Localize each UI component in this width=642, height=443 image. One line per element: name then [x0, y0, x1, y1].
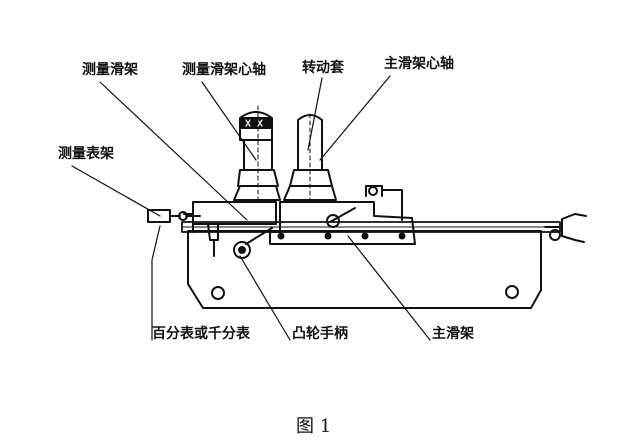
indicator-bracket: [207, 223, 219, 241]
leader-main-spindle: [319, 75, 391, 161]
leader-rotating-sleeve: [307, 77, 323, 151]
label-rotating-sleeve: 转动套: [302, 60, 344, 76]
label-measure-carriage-spindle: 测量滑架心轴: [182, 62, 266, 78]
base-hole-left: [211, 286, 225, 300]
screw-1: [277, 232, 285, 240]
cam-lever: [245, 227, 273, 245]
leader-measure-spindle: [201, 81, 257, 161]
left-spindle-base: [233, 185, 281, 201]
label-measure-carriage: 测量滑架: [82, 62, 138, 78]
label-gauge-holder: 测量表架: [58, 146, 114, 162]
screw-3: [361, 232, 369, 240]
lower-lever: [329, 207, 356, 223]
base-hole-right: [505, 285, 519, 299]
base-frame: [187, 230, 542, 309]
left-spindle-knurl: [240, 117, 272, 129]
end-knob-hub: [549, 229, 561, 241]
label-dial-indicator: 百分表或千分表: [152, 326, 250, 342]
leader-cam-handle: [239, 255, 291, 341]
leader-dial-indicator: [151, 225, 161, 341]
bracket-screw: [368, 186, 378, 196]
cam-disc: [233, 241, 251, 259]
gauge-holder-block: [147, 209, 171, 223]
leader-measure-carriage: [99, 81, 248, 221]
right-spindle-collar: [289, 169, 333, 187]
label-cam-handle: 凸轮手柄: [292, 326, 348, 342]
end-knob: [544, 213, 587, 243]
side-bracket: [365, 185, 403, 221]
measure-carriage-body: [192, 201, 277, 225]
leader-gauge-holder: [71, 165, 161, 217]
screw-4: [398, 232, 406, 240]
main-carriage-body: [269, 201, 416, 245]
screw-2: [324, 232, 332, 240]
left-spindle-collar: [237, 169, 279, 187]
label-main-carriage-spindle: 主滑架心轴: [384, 56, 454, 72]
leader-main-carriage: [347, 235, 431, 341]
leader-lines: [71, 75, 431, 341]
figure-caption: 图 1: [296, 416, 332, 437]
label-main-carriage: 主滑架: [432, 326, 474, 342]
lower-lever-hub: [326, 214, 340, 228]
